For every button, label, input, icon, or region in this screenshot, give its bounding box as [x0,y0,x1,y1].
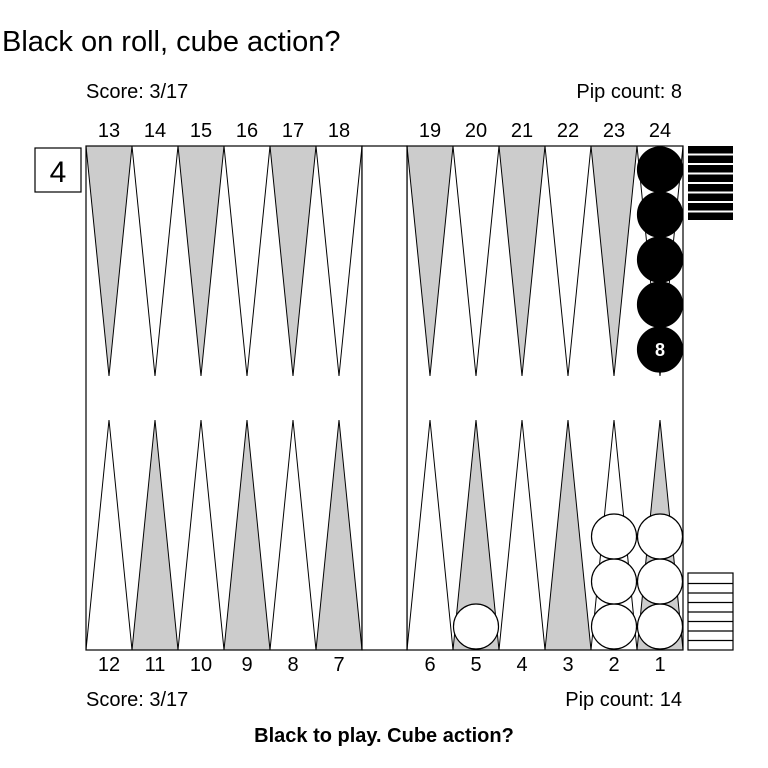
bottom-score: Score: 3/17 [86,689,189,711]
point-6[interactable] [406,419,454,651]
point-16[interactable] [223,145,271,377]
bottom-pip-count: Pip count: 14 [565,689,682,711]
point-label-19: 19 [419,120,441,142]
point-8[interactable] [269,419,317,651]
white-checker[interactable] [590,513,638,560]
borne-off-black-checker [688,174,733,182]
position-title: Black on roll, cube action? [2,26,341,58]
point-label-7: 7 [333,654,344,676]
borne-off-black-checker [688,203,733,211]
point-22[interactable] [544,145,592,377]
point-label-8: 8 [287,654,298,676]
black-checker[interactable] [636,326,684,373]
white-checker[interactable] [636,558,684,605]
bear-off-tray [687,146,734,651]
point-label-6: 6 [424,654,435,676]
point-18[interactable] [315,145,363,377]
point-label-9: 9 [241,654,252,676]
point-label-16: 16 [236,120,258,142]
borne-off-black-checker [688,165,733,173]
point-7[interactable] [315,419,363,651]
white-checker[interactable] [590,603,638,650]
point-label-22: 22 [557,120,579,142]
board-frame-left [85,145,363,651]
point-label-10: 10 [190,654,212,676]
borne-off-black-checker [688,146,733,154]
white-checker[interactable] [636,513,684,560]
black-checker[interactable] [636,281,684,328]
borne-off-black-checker [688,155,733,163]
doubling-cube[interactable]: 4 [34,147,82,193]
point-3[interactable] [544,419,592,651]
point-10[interactable] [177,419,225,651]
point-label-3: 3 [562,654,573,676]
point-label-12: 12 [98,654,120,676]
point-label-18: 18 [328,120,350,142]
caption: Black to play. Cube action? [254,725,514,747]
top-pip-count: Pip count: 8 [576,81,682,103]
white-checker[interactable] [452,603,500,650]
black-checker[interactable] [636,236,684,283]
black-checker[interactable] [636,146,684,193]
point-13[interactable] [85,145,133,377]
point-label-13: 13 [98,120,120,142]
point-label-20: 20 [465,120,487,142]
checker-count-label: 8 [655,340,665,360]
point-14[interactable] [131,145,179,377]
point-19[interactable] [406,145,454,377]
point-label-4: 4 [516,654,527,676]
point-label-23: 23 [603,120,625,142]
point-label-15: 15 [190,120,212,142]
top-score: Score: 3/17 [86,81,189,103]
point-label-5: 5 [470,654,481,676]
point-label-2: 2 [608,654,619,676]
point-label-11: 11 [145,654,166,676]
point-4[interactable] [498,419,546,651]
borne-off-black-checker [688,193,733,201]
borne-off-black-checker [688,212,733,220]
bar[interactable] [361,145,408,651]
point-label-17: 17 [282,120,304,142]
checkers-layer: 8 [452,146,684,650]
white-checker[interactable] [636,603,684,650]
borne-off-black-checker [688,184,733,192]
point-21[interactable] [498,145,546,377]
point-label-21: 21 [511,120,533,142]
point-label-1: 1 [654,654,665,676]
point-12[interactable] [85,419,133,651]
cube-value: 4 [50,156,67,189]
white-checker[interactable] [590,558,638,605]
black-checker[interactable] [636,191,684,238]
point-label-14: 14 [144,120,166,142]
point-15[interactable] [177,145,225,377]
point-9[interactable] [223,419,271,651]
point-20[interactable] [452,145,500,377]
point-label-24: 24 [649,120,671,142]
point-11[interactable] [131,419,179,651]
point-17[interactable] [269,145,317,377]
point-23[interactable] [590,145,638,377]
